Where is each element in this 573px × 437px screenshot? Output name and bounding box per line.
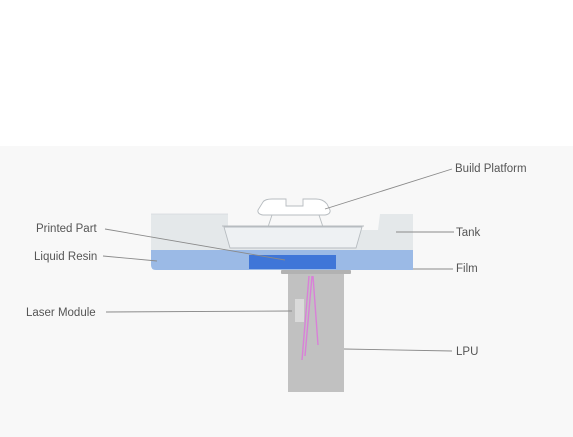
label-liquid-resin: Liquid Resin [34,251,97,263]
laser-beam [304,275,313,357]
background-band [0,146,573,437]
leader-lines [102,168,454,352]
laser-beam [301,275,310,361]
printed-part [249,255,336,269]
leader-lpu [343,348,453,352]
lpu-flange [281,270,351,274]
build-platform-tray [223,226,363,249]
laser-beam [312,275,319,346]
build-platform-stem [267,214,324,228]
label-film: Film [456,263,478,275]
leader-printed-part [104,228,286,261]
label-build-platform: Build Platform [455,163,527,175]
laser-module [295,299,304,322]
label-tank: Tank [456,227,481,239]
label-printed-part: Printed Part [36,223,98,235]
lpu-body [288,274,344,392]
leader-laser-module [105,310,293,313]
leader-build-platform [324,168,453,210]
build-platform-arm [257,198,331,216]
label-laser-module: Laser Module [26,307,96,319]
leader-liquid-resin [102,255,158,262]
label-lpu: LPU [456,346,478,358]
laser-beams [301,275,319,361]
